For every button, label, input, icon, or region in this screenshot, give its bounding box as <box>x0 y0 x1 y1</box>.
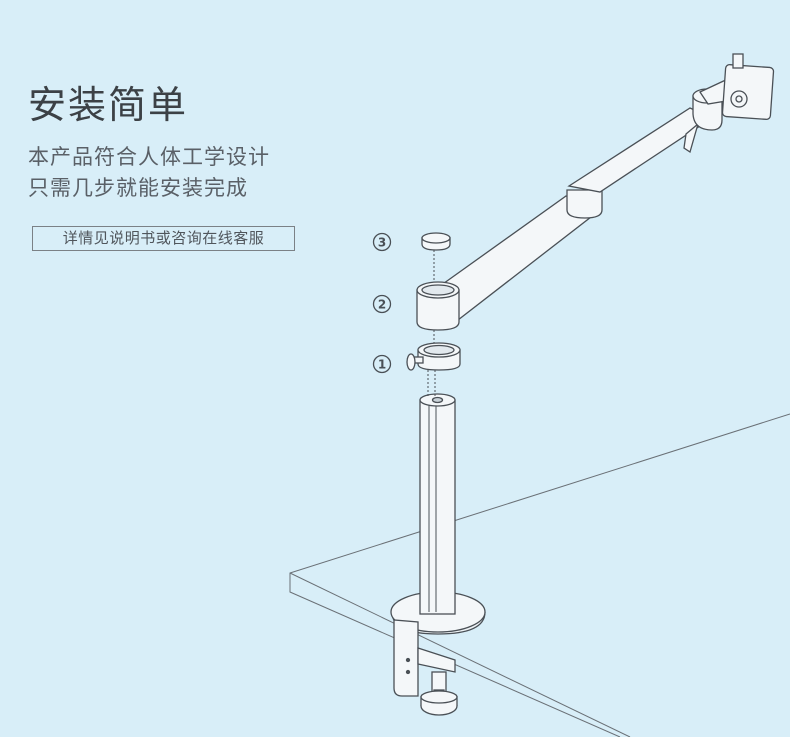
alignment-guides <box>427 250 436 398</box>
description-line-1: 本产品符合人体工学设计 <box>28 145 270 169</box>
step-1-marker: 1 <box>372 354 392 374</box>
svg-text:2: 2 <box>378 298 386 312</box>
description-line-2: 只需几步就能安装完成 <box>28 176 248 200</box>
desk <box>289 413 790 737</box>
svg-text:3: 3 <box>378 236 386 250</box>
desk-clamp-icon <box>393 619 458 716</box>
step-2-marker: 2 <box>372 294 392 314</box>
collar-ring-part <box>406 342 461 371</box>
page-title: 安装简单 <box>28 83 189 127</box>
top-cap-part <box>421 232 451 251</box>
pole-icon <box>419 393 456 615</box>
manual-support-button[interactable]: 详情见说明书或咨询在线客服 <box>32 226 295 251</box>
arm-joint-part <box>416 195 602 331</box>
svg-text:1: 1 <box>378 358 386 372</box>
description: 本产品符合人体工学设计 只需几步就能安装完成 <box>28 142 270 204</box>
step-markers: 3 2 1 <box>372 232 392 374</box>
step-3-marker: 3 <box>372 232 392 252</box>
monitor-arm-icon <box>566 53 775 219</box>
